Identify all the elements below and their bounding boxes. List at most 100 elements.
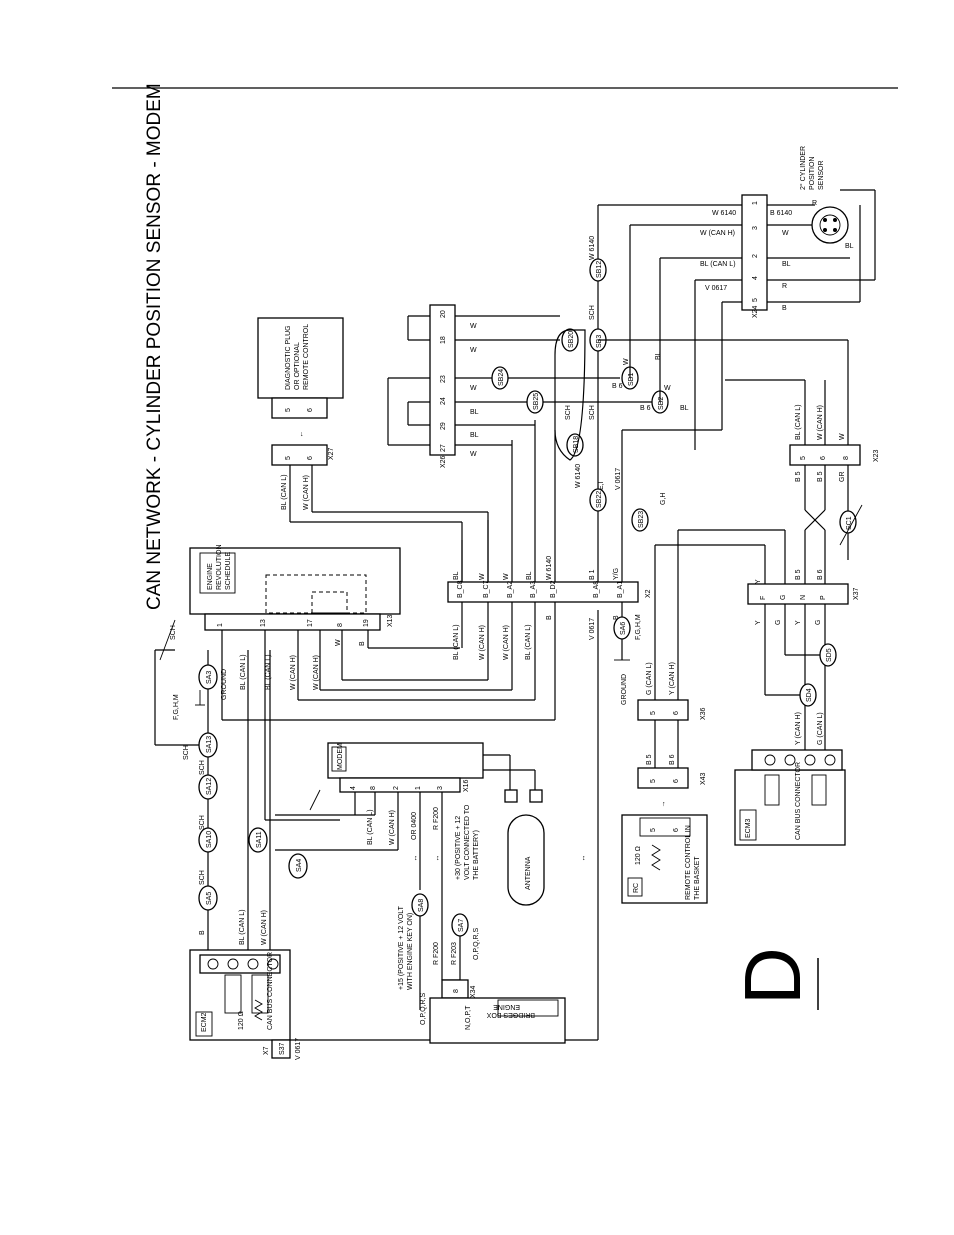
- svg-text:F,G,H,M: F,G,H,M: [173, 694, 180, 720]
- svg-text:↓: ↓: [300, 431, 304, 438]
- svg-text:5: 5: [650, 779, 657, 783]
- svg-text:X2: X2: [645, 589, 652, 598]
- svg-text:GROUND: GROUND: [621, 674, 628, 705]
- svg-text:SB20: SB20: [568, 331, 575, 348]
- svg-text:6: 6: [673, 711, 680, 715]
- svg-text:SA5: SA5: [206, 892, 213, 905]
- svg-text:B_A8: B_A8: [593, 581, 600, 598]
- svg-text:G (CAN L): G (CAN L): [817, 712, 824, 745]
- svg-text:4: 4: [350, 786, 357, 790]
- svg-text:Y: Y: [795, 620, 802, 625]
- svg-text:W (CAN H): W (CAN H): [817, 405, 824, 440]
- svg-text:6: 6: [673, 828, 680, 832]
- svg-text:BL: BL: [680, 405, 689, 412]
- svg-text:2° CYLINDER: 2° CYLINDER: [799, 146, 807, 190]
- svg-text:SB25: SB25: [533, 393, 540, 410]
- ecm2-resistor-label: 120 Ω: [238, 1011, 245, 1030]
- svg-text:G: G: [780, 595, 787, 600]
- svg-text:B_D2: B_D2: [550, 580, 557, 598]
- svg-text:SB24: SB24: [498, 369, 505, 386]
- svg-text:SCH: SCH: [589, 405, 596, 420]
- svg-text:SCH: SCH: [199, 815, 206, 830]
- svg-text:X13: X13: [387, 614, 394, 627]
- svg-text:BL: BL: [526, 571, 533, 580]
- svg-text:B 5: B 5: [795, 471, 802, 482]
- svg-text:F,G,H,M: F,G,H,M: [635, 614, 642, 640]
- x24-connector: 1 3 2 4 5 X24 W 6140 W (CAN H) BL (CAN L…: [598, 146, 876, 450]
- svg-text:R: R: [782, 283, 787, 290]
- svg-text:SA6: SA6: [620, 622, 627, 635]
- svg-text:4: 4: [752, 276, 759, 280]
- svg-text:1: 1: [752, 201, 759, 205]
- svg-text:POSITION: POSITION: [809, 157, 816, 190]
- svg-text:E,I: E,I: [598, 481, 605, 490]
- svg-text:↑: ↑: [662, 801, 666, 808]
- svg-text:B: B: [199, 930, 206, 935]
- svg-text:ECM3: ECM3: [745, 818, 752, 838]
- svg-text:W (CAN H): W (CAN H): [479, 625, 486, 660]
- svg-text:5: 5: [285, 456, 292, 460]
- svg-text:↕: ↕: [414, 855, 418, 862]
- svg-text:B: B: [359, 641, 366, 646]
- svg-text:SCH: SCH: [589, 305, 596, 320]
- svg-text:W: W: [470, 347, 477, 354]
- x28-connector: 20 18 23 24 29 27 X26 W W W BL BL W SB24…: [387, 236, 689, 468]
- svg-text:N: N: [800, 595, 807, 600]
- svg-text:W (CAN H): W (CAN H): [700, 230, 735, 237]
- svg-text:RC: RC: [633, 883, 640, 893]
- svg-text:W 6140: W 6140: [589, 236, 596, 260]
- ecm3-block: ECM3 CAN BUS CONNECTOR: [734, 749, 846, 846]
- svg-text:V 0617: V 0617: [705, 285, 727, 292]
- svg-text:SA3: SA3: [206, 671, 213, 684]
- modem-block: MODEM 4 8 2 1 3 X16 ANTENNA BL (CAN L) W…: [275, 742, 586, 935]
- svg-text:X26: X26: [440, 455, 447, 468]
- svg-text:B 5: B 5: [646, 754, 653, 765]
- svg-text:VOLT CONNECTED TO: VOLT CONNECTED TO: [464, 804, 471, 880]
- svg-text:8: 8: [453, 989, 460, 993]
- svg-text:5: 5: [650, 711, 657, 715]
- svg-text:X43: X43: [700, 772, 707, 785]
- svg-text:6: 6: [820, 456, 827, 460]
- svg-text:SA4: SA4: [296, 859, 303, 872]
- svg-text:GR: GR: [839, 472, 846, 483]
- svg-text:B 6: B 6: [817, 569, 824, 580]
- svg-text:19: 19: [363, 619, 370, 627]
- svg-text:13: 13: [260, 619, 267, 627]
- svg-text:ENGINE: ENGINE: [493, 1003, 520, 1010]
- svg-text:BL (CAN L): BL (CAN L): [281, 474, 288, 510]
- svg-text:SB18: SB18: [573, 436, 580, 453]
- svg-text:BL: BL: [470, 432, 479, 439]
- svg-text:↕: ↕: [436, 855, 440, 862]
- svg-text:CAN BUS CONNECTOR: CAN BUS CONNECTOR: [795, 762, 802, 840]
- svg-text:27: 27: [440, 444, 447, 452]
- left-splices: SA5 SA10 SA12 SA13 SA3 SA11 SA4 B SCH SC…: [173, 664, 308, 945]
- svg-text:SB3: SB3: [596, 335, 603, 348]
- x13-wires: BL (CAN L) BL (CAN L) W (CAN H) W (CAN H…: [221, 630, 555, 821]
- bridges-block: SA8 SA7 R F200 R F203 O,P,Q,R,S O,P,Q,R,…: [398, 804, 566, 1044]
- svg-text:120 Ω: 120 Ω: [635, 846, 642, 865]
- svg-text:F: F: [760, 596, 767, 600]
- svg-text:1: 1: [415, 786, 422, 790]
- svg-text:BL (CAN L): BL (CAN L): [239, 909, 246, 945]
- svg-text:SCH: SCH: [565, 405, 572, 420]
- svg-text:20: 20: [440, 310, 447, 318]
- svg-text:O,P,Q,R,S: O,P,Q,R,S: [473, 928, 480, 960]
- svg-text:X16: X16: [463, 779, 470, 792]
- svg-text:B 1: B 1: [589, 569, 596, 580]
- svg-text:G,H: G,H: [660, 493, 667, 505]
- svg-text:W: W: [623, 358, 630, 365]
- svg-text:W (CAN H): W (CAN H): [303, 475, 310, 510]
- svg-text:SB22: SB22: [596, 491, 603, 508]
- svg-text:3: 3: [752, 226, 759, 230]
- svg-text:2: 2: [752, 254, 759, 258]
- svg-text:GROUND: GROUND: [221, 669, 228, 700]
- svg-text:N,O,P,T: N,O,P,T: [465, 1005, 472, 1030]
- svg-text:W: W: [782, 230, 789, 237]
- svg-text:B_A3: B_A3: [530, 581, 537, 598]
- svg-text:8: 8: [337, 623, 344, 627]
- rc-block: 5 6 X36 G (CAN L) Y (CAN H) B 5 B 6 5 6 …: [621, 529, 735, 904]
- svg-text:SB2: SB2: [658, 397, 665, 410]
- svg-text:B: B: [546, 615, 553, 620]
- svg-text:8: 8: [370, 786, 377, 790]
